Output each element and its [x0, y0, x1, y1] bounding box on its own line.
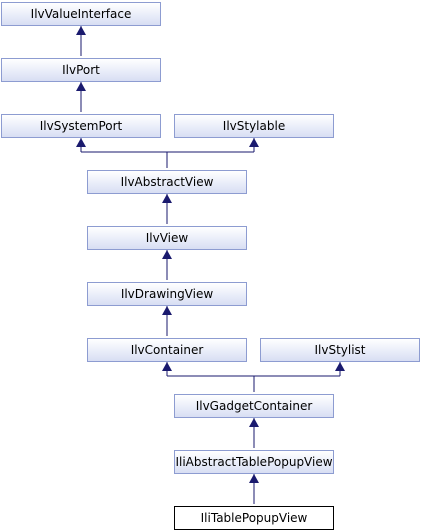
node-label: IlvAbstractView — [120, 175, 214, 189]
node-ilvstylist[interactable]: IlvStylist — [260, 338, 420, 362]
node-ilvvalueinterface[interactable]: IlvValueInterface — [1, 2, 161, 26]
node-label: IlvView — [145, 231, 189, 245]
node-label: IlvValueInterface — [30, 7, 132, 21]
node-label: IliAbstractTablePopupView — [175, 455, 333, 469]
node-ilvview[interactable]: IlvView — [87, 226, 247, 250]
node-label: IlvSystemPort — [39, 119, 123, 133]
node-ilvcontainer[interactable]: IlvContainer — [87, 338, 247, 362]
node-ilitablepopupview: IliTablePopupView — [174, 506, 334, 530]
node-label: IlvStylable — [222, 119, 286, 133]
node-iliabstracttablepopupview[interactable]: IliAbstractTablePopupView — [174, 450, 334, 474]
node-ilvdrawingview[interactable]: IlvDrawingView — [87, 282, 247, 306]
node-label: IlvContainer — [130, 343, 204, 357]
node-ilvgadgetcontainer[interactable]: IlvGadgetContainer — [174, 394, 334, 418]
node-ilvstylable[interactable]: IlvStylable — [174, 114, 334, 138]
node-label: IlvGadgetContainer — [195, 399, 313, 413]
node-label: IlvPort — [62, 63, 100, 77]
node-label: IliTablePopupView — [200, 511, 308, 525]
node-ilvport[interactable]: IlvPort — [1, 58, 161, 82]
node-ilvsystemport[interactable]: IlvSystemPort — [1, 114, 161, 138]
node-ilvabstractview[interactable]: IlvAbstractView — [87, 170, 247, 194]
node-label: IlvDrawingView — [120, 287, 214, 301]
node-label: IlvStylist — [314, 343, 366, 357]
